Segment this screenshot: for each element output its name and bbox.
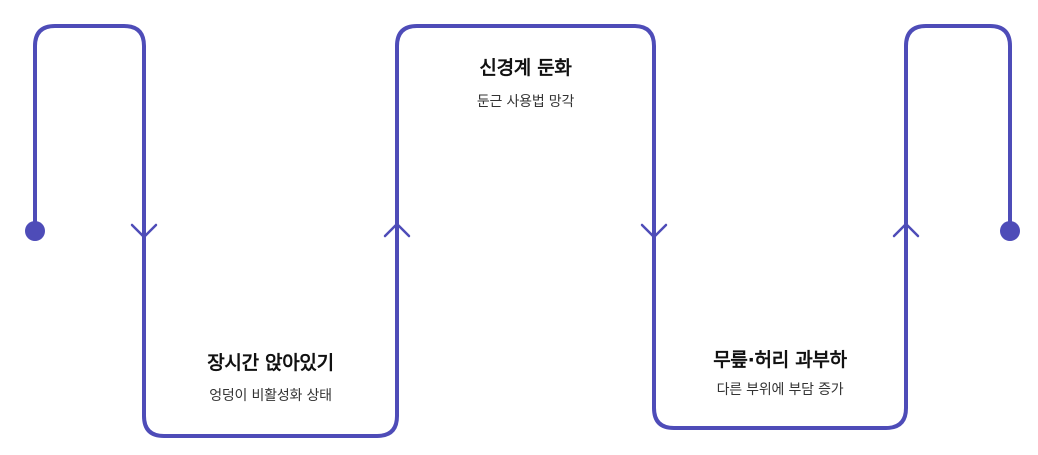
- end-dot: [1000, 221, 1020, 241]
- arrow-up-icon: [892, 222, 920, 238]
- start-dot: [25, 221, 45, 241]
- stage-3-subtitle: 다른 부위에 부담 증가: [716, 382, 844, 398]
- stage-2-title: 신경계 둔화: [479, 57, 572, 79]
- stage-1-title: 장시간 앉아있기: [207, 352, 334, 374]
- stage-2-subtitle: 둔근 사용법 망각: [476, 94, 575, 110]
- arrow-down-icon: [640, 223, 668, 239]
- stage-1-subtitle: 엉덩이 비활성화 상태: [209, 388, 332, 404]
- stage-3-title: 무릎·허리 과부하: [713, 349, 847, 371]
- wave-path: [33, 24, 1012, 438]
- arrow-up-icon: [383, 222, 411, 238]
- arrow-down-icon: [130, 223, 158, 239]
